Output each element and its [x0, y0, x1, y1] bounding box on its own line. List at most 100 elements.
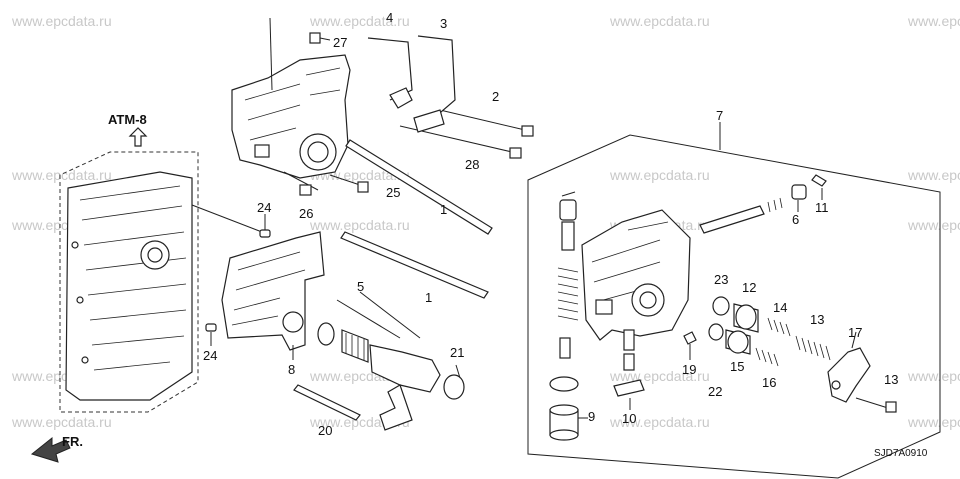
- piston-15-face: [727, 330, 749, 354]
- watermark-12: www.epcdata.ru: [907, 217, 960, 233]
- kit-7-outline: [527, 134, 941, 479]
- watermarks: www.epcdata.ru www.epcdata.ru www.epcdat…: [11, 13, 960, 430]
- main-valve-body-outline: [59, 151, 199, 413]
- regulator-valve-body: [231, 54, 351, 179]
- o-ring-21: [443, 374, 465, 400]
- front-indicator: FR.: [30, 434, 83, 463]
- upper-spool-body: [699, 205, 765, 234]
- callout-17: 17: [848, 325, 862, 340]
- spring-13: [795, 335, 831, 361]
- callout-6: 6: [792, 212, 799, 227]
- sleeve-9-top: [549, 404, 579, 416]
- front-label: FR.: [62, 434, 83, 449]
- callout-21: 21: [450, 345, 464, 360]
- front-arrow-icon: [30, 436, 71, 463]
- callout-28: 28: [465, 157, 479, 172]
- o-ring-23: [712, 296, 730, 316]
- main-valve-body: [59, 151, 263, 413]
- stopper-plate: [613, 379, 645, 397]
- callout-1b: 1: [425, 290, 432, 305]
- main-valve-body-leader: [191, 204, 263, 233]
- shaft-1-upper: [345, 139, 493, 235]
- spool-land-1: [559, 199, 577, 221]
- bolt-13-shank: [855, 397, 889, 409]
- main-valve-body-bore-inner: [147, 247, 163, 263]
- spool-stack: [549, 191, 588, 441]
- bolt-26-head: [299, 184, 312, 196]
- secondary-valve-body-bore-inner: [639, 291, 657, 309]
- main-valve-body-hole-2: [76, 296, 84, 304]
- sleeve-9-bottom: [549, 429, 579, 441]
- callout-24a: 24: [257, 200, 271, 215]
- watermark-10: www.epcdata.ru: [309, 217, 410, 233]
- separator-plate: [221, 231, 325, 360]
- spring-16: [755, 347, 779, 367]
- watermark-7: www.epcdata.ru: [609, 167, 710, 183]
- shaft-20: [293, 384, 361, 421]
- shafts: [293, 139, 493, 421]
- clip-11: [811, 174, 827, 187]
- spool-plunger: [559, 337, 571, 359]
- main-valve-body-passages: [79, 185, 187, 371]
- separator-plate-holes: [231, 251, 306, 326]
- callout-7: 7: [716, 108, 723, 123]
- dowel-pin-lower: [205, 323, 217, 332]
- spool-spring: [557, 267, 579, 321]
- main-valve-body-hole-1: [71, 241, 79, 249]
- bracket-5-right: [359, 291, 421, 339]
- callout-25: 25: [386, 185, 400, 200]
- watermark-5: www.epcdata.ru: [11, 167, 112, 183]
- atm8-label: ATM-8: [108, 112, 147, 127]
- bolt-2-head: [521, 125, 534, 137]
- watermark-17: www.epcdata.ru: [11, 414, 112, 430]
- leader-27: [319, 37, 331, 41]
- bolt-25-shank: [329, 174, 361, 186]
- accumulator-assembly: [317, 291, 465, 431]
- bolt-13-head: [885, 401, 897, 413]
- leader-21: [455, 364, 461, 379]
- callout-13b: 13: [884, 372, 898, 387]
- watermark-16: www.epcdata.ru: [907, 368, 960, 384]
- callout-23: 23: [714, 272, 728, 287]
- bracket-17: [827, 347, 871, 403]
- separator-plate-body: [221, 231, 325, 351]
- watermark-8: www.epcdata.ru: [907, 167, 960, 183]
- upper-spool-spring: [767, 197, 783, 213]
- bracket-17-hole: [831, 380, 841, 390]
- shaft-1-lower: [340, 231, 489, 299]
- regulator-valve-body-boss: [254, 144, 270, 158]
- regulator-valve-body-detail: [244, 67, 341, 141]
- callout-16: 16: [762, 375, 776, 390]
- bolt-25-head: [357, 181, 369, 193]
- callout-3: 3: [440, 16, 447, 31]
- secondary-valve-body-detail: [591, 221, 669, 303]
- plug-6: [791, 184, 807, 200]
- accumulator-arm: [379, 384, 413, 431]
- atm8-arrow-icon: [128, 127, 148, 147]
- pipe-4-bracket: [389, 87, 413, 109]
- dowel-pins: [205, 214, 271, 346]
- callout-11: 11: [815, 200, 829, 215]
- watermark-3: www.epcdata.ru: [609, 13, 710, 29]
- callout-9: 9: [588, 409, 595, 424]
- callout-20: 20: [318, 423, 332, 438]
- main-valve-body-hole-3: [81, 356, 89, 364]
- regulator-kit-outline: [527, 122, 941, 479]
- spool-cap: [549, 376, 579, 392]
- stopper-pin-lower: [623, 353, 635, 371]
- callout-27: 27: [333, 35, 347, 50]
- watermark-2: www.epcdata.ru: [309, 13, 410, 29]
- watermark-20: www.epcdata.ru: [907, 414, 960, 430]
- callout-2: 2: [492, 89, 499, 104]
- upper-spool: [699, 174, 827, 234]
- watermark-15: www.epcdata.ru: [609, 368, 710, 384]
- callout-14: 14: [773, 300, 787, 315]
- oil-pipes: [367, 35, 456, 133]
- callout-19: 19: [682, 362, 696, 377]
- callout-22: 22: [708, 384, 722, 399]
- callout-26: 26: [299, 206, 313, 221]
- callout-24b: 24: [203, 348, 217, 363]
- atm8-reference: ATM-8: [108, 112, 148, 147]
- callout-10: 10: [622, 411, 636, 426]
- bolt-2-shank: [439, 109, 526, 131]
